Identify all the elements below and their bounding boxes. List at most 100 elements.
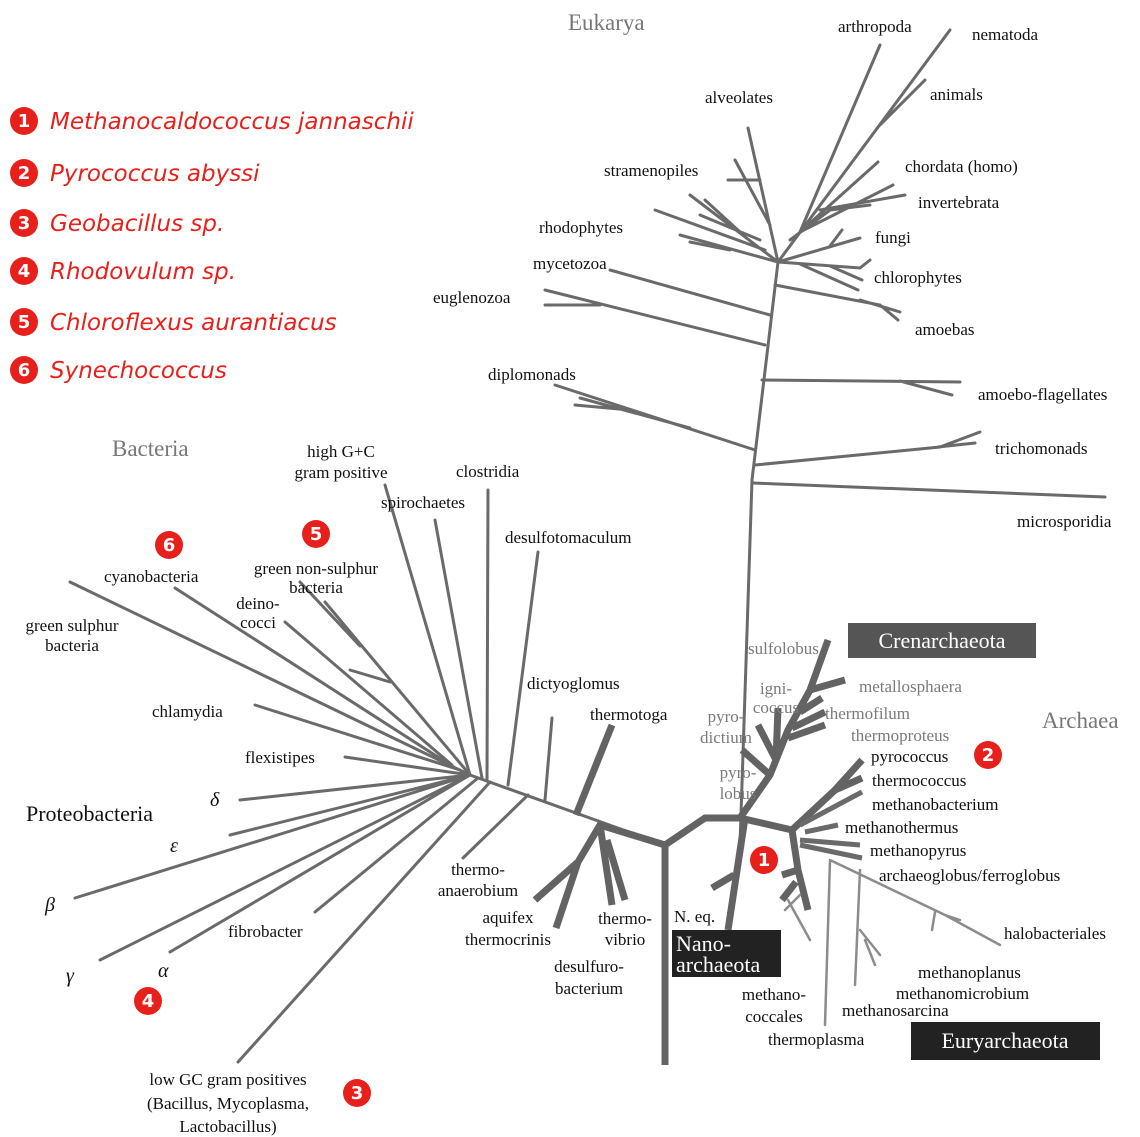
label-high-gc-line2: gram positive (294, 463, 387, 482)
euryarchaeota-halobacteria-branch (783, 858, 1002, 1027)
label-n-eq: N. eq. (674, 907, 715, 926)
label-deinococci-line1: deino- (236, 594, 280, 613)
legend-item-6: 6 Synechococcus (10, 356, 227, 384)
badge-4-icon (10, 257, 38, 285)
bacteria-thermotoga-branch (572, 723, 616, 817)
label-thermofilum: thermofilum (825, 704, 910, 723)
label-pyrococcus: pyrococcus (871, 747, 948, 766)
badge-5-icon (10, 308, 38, 336)
bacteria-fibrobacter-branch (313, 776, 480, 914)
eukarya-stramenopiles-branch (653, 193, 780, 264)
label-arthropoda: arthropoda (838, 17, 912, 36)
legend: 1 Methanocaldococcus jannaschii 2 Pyroco… (10, 107, 414, 384)
bacteria-aquificae-branch (532, 820, 667, 930)
eukarya-amoeboflagellates-branch (760, 378, 962, 397)
eukarya-trichomonads-branch (753, 430, 982, 467)
euryarchaeota-thermococcus-branch (789, 757, 865, 833)
legend-label-4: Rhodovulum sp. (50, 259, 236, 285)
label-thermoanaerobium-line2: anaerobium (438, 881, 518, 900)
bacteria-dictyoglomus-branch (543, 716, 554, 802)
label-green-sulphur-line2: bacteria (45, 636, 99, 655)
euryarchaeota-methanococcales-branch (779, 829, 812, 911)
eukarya-rhodophytes-branch (678, 233, 780, 264)
label-lowgc-line2: (Bacillus, Mycoplasma, (147, 1094, 309, 1113)
domain-label-eukarya: Eukarya (568, 10, 645, 35)
label-high-gc-line1: high G+C (307, 442, 375, 461)
bacteria-chlamydia-branch (253, 703, 462, 772)
bacteria-nonsulphur-branch (298, 580, 472, 777)
label-ignicoccus-line2: coccus (753, 698, 799, 717)
label-pyrodictium-line2: dictium (700, 728, 752, 747)
label-methanopyrus: methanopyrus (870, 841, 966, 860)
label-methanosarcina: methanosarcina (842, 1001, 949, 1020)
eukarya-microsporidia-branch (750, 481, 1107, 499)
bacteria-branches (68, 483, 667, 1064)
eukarya-animals-branch (776, 28, 952, 264)
bacteria-proteobacteria-branch (73, 773, 472, 962)
badge-2-icon (974, 741, 1002, 769)
badge-3-number: 3 (18, 213, 31, 234)
label-thermovibrio-line2: vibrio (605, 930, 646, 949)
badge-1-number: 1 (758, 850, 771, 871)
badge-6-icon (155, 531, 183, 559)
label-cyanobacteria: cyanobacteria (104, 567, 199, 586)
label-ignicoccus-line1: igni- (760, 679, 792, 698)
label-desulfotomaculum: desulfotomaculum (505, 528, 632, 547)
domain-label-bacteria: Bacteria (112, 436, 189, 461)
label-methanomicrobium: methanomicrobium (896, 984, 1029, 1003)
badge-2-icon (10, 159, 38, 187)
label-delta: δ (210, 789, 220, 811)
label-methanobacterium: methanobacterium (872, 795, 999, 814)
badge-4-number: 4 (18, 261, 31, 282)
label-proteobacteria: Proteobacteria (26, 801, 153, 826)
eukarya-euglenozoa-branch (543, 288, 767, 347)
label-rhodophytes: rhodophytes (539, 218, 623, 237)
label-invertebrata: invertebrata (918, 193, 1000, 212)
label-nanoarchaeota-line1: Nano- (676, 931, 731, 956)
label-crenarchaeota: Crenarchaeota (878, 628, 1005, 653)
label-diplomonads: diplomonads (488, 365, 576, 384)
legend-label-6: Synechococcus (50, 358, 227, 384)
bacteria-spirochaetes-branch (433, 518, 484, 780)
label-fibrobacter: fibrobacter (228, 922, 303, 941)
label-halobacteriales: halobacteriales (1004, 924, 1106, 943)
legend-item-4: 4 Rhodovulum sp. (10, 257, 236, 285)
badge-5-number: 5 (310, 524, 323, 545)
badge-6-number: 6 (163, 535, 176, 556)
nanoarchaeota-box (672, 930, 781, 977)
badge-1-number: 1 (18, 111, 31, 132)
bacteria-highgc-branch (383, 483, 472, 777)
label-alveolates: alveolates (705, 88, 773, 107)
badge-1-icon (10, 107, 38, 135)
eukarya-trunk (738, 260, 780, 847)
bacteria-clostridia-branch (485, 488, 490, 782)
badge-3-icon (10, 209, 38, 237)
eukarya-fungi-branch (776, 228, 862, 264)
bacteria-deinococci-branch (283, 620, 454, 767)
euryarchaeota-box (911, 1022, 1100, 1060)
badge-6-icon (10, 356, 38, 384)
label-chlamydia: chlamydia (152, 702, 223, 721)
label-epsilon: ε (170, 835, 178, 857)
label-euglenozoa: euglenozoa (433, 288, 511, 307)
label-clostridia: clostridia (456, 462, 520, 481)
legend-item-2: 2 Pyrococcus abyssi (10, 159, 260, 187)
bacteria-cyanobacteria-branch (173, 586, 457, 770)
label-amoebas: amoebas (915, 320, 974, 339)
eukarya-diplomonads-branch (553, 383, 757, 452)
label-trichomonads: trichomonads (995, 439, 1088, 458)
archaea-stem (663, 814, 793, 848)
badge-6-number: 6 (18, 360, 31, 381)
label-methanoplanus: methanoplanus (918, 963, 1021, 982)
label-nanoarchaeota-line2: archaeota (676, 952, 760, 977)
label-pyrodictium-line1: pyro- (708, 707, 745, 726)
badge-1-icon (750, 846, 778, 874)
label-green-nonsulphur-line2: bacteria (289, 578, 343, 597)
label-desulfurobacterium-line1: desulfuro- (554, 957, 624, 976)
label-animals: animals (930, 85, 983, 104)
label-amoebo-flagellates: amoebo-flagellates (978, 385, 1107, 404)
bacteria-labels: high G+C gram positive clostridia spiroc… (25, 442, 667, 1136)
crenarchaeota-box (848, 623, 1036, 658)
label-chordata: chordata (homo) (905, 157, 1018, 176)
